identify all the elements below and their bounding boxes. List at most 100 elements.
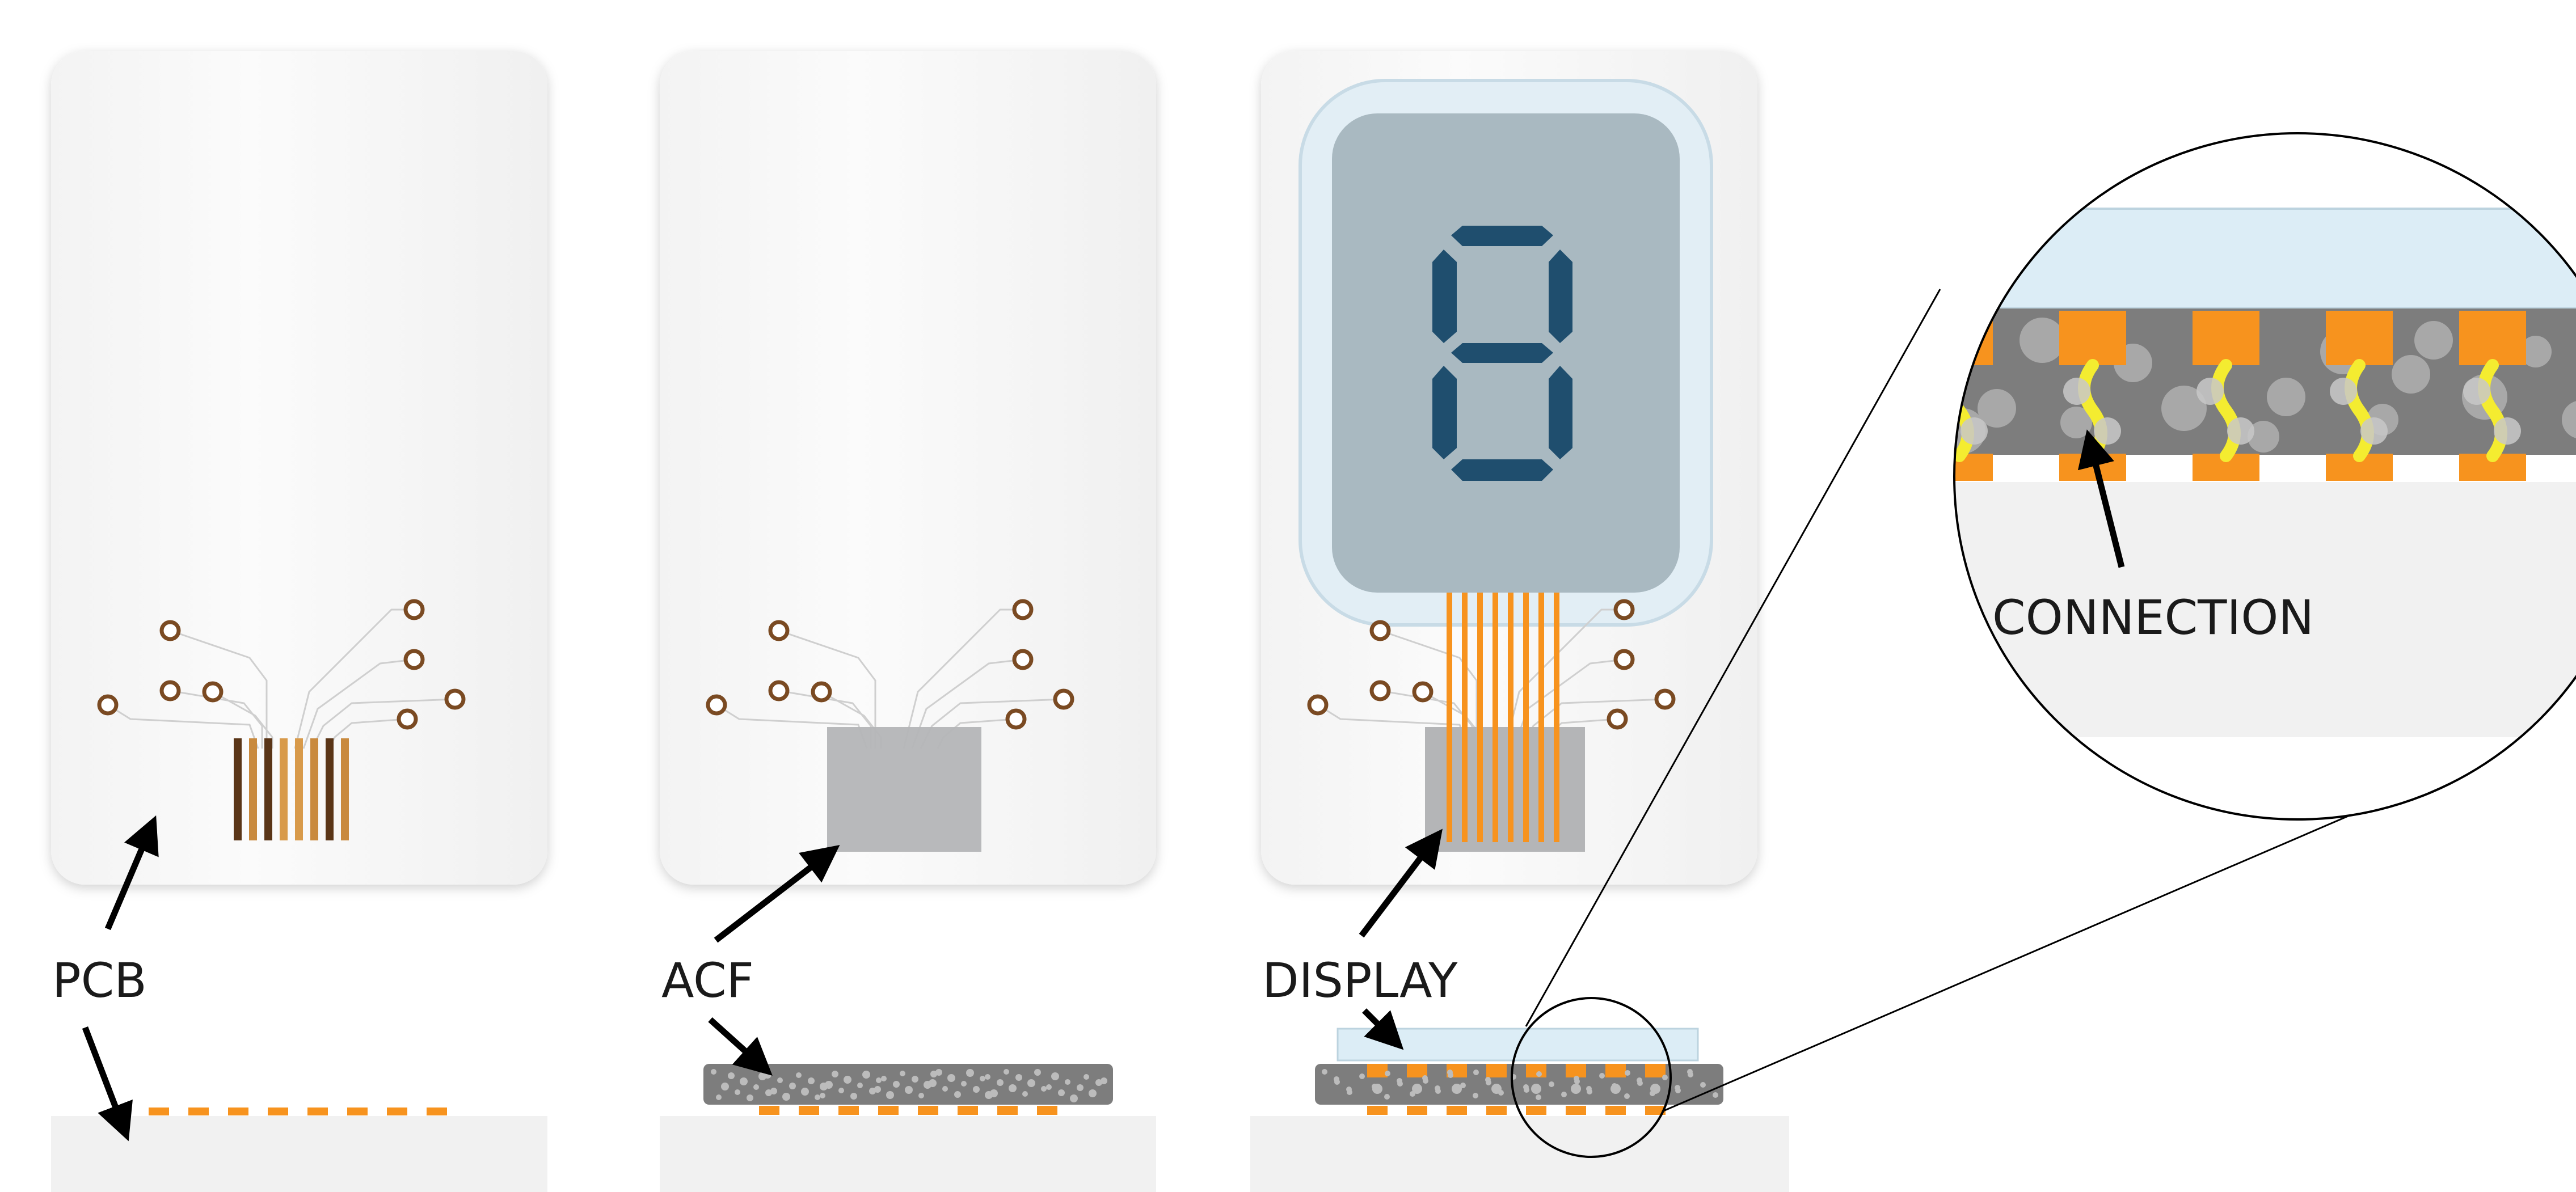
- via-icon: [403, 599, 425, 620]
- conductive-particle: [1549, 1081, 1554, 1087]
- circuit-trace: [903, 608, 1023, 749]
- conductive-particle: [1065, 1079, 1070, 1085]
- via-icon: [811, 681, 832, 703]
- conductive-particle: [735, 1089, 740, 1095]
- conductive-particle: [980, 1076, 985, 1081]
- pcb-base: [51, 1116, 547, 1192]
- conductive-particle: [1027, 1079, 1035, 1087]
- copper-finger: [310, 738, 318, 840]
- conductive-particle: [874, 1086, 881, 1093]
- conductive-particle: [929, 1079, 937, 1087]
- conductive-particle: [1046, 1084, 1052, 1090]
- conductive-particle: [1384, 1094, 1390, 1100]
- conductive-particle: [935, 1069, 942, 1076]
- conductive-particle: [1452, 1084, 1462, 1094]
- via-icon: [1053, 688, 1074, 710]
- circuit-trace: [107, 704, 259, 749]
- via-icon: [1613, 599, 1635, 620]
- label-display: DISPLAY: [1262, 953, 1458, 1008]
- conductive-particle: [728, 1072, 735, 1079]
- pad: [2193, 311, 2259, 365]
- conductive-particle: [770, 1088, 777, 1094]
- display-base: [1250, 1116, 1789, 1192]
- pad: [387, 1108, 407, 1115]
- conductive-particle: [1410, 1091, 1415, 1097]
- mag-pcb: [1954, 482, 2576, 737]
- conductive-particle: [990, 1089, 998, 1097]
- pad: [997, 1106, 1018, 1115]
- pad: [307, 1108, 328, 1115]
- conductive-particle: [1574, 1076, 1579, 1081]
- conductive-particle: [2392, 355, 2430, 394]
- conductive-particle: [1625, 1070, 1630, 1076]
- conductive-particle: [912, 1076, 918, 1083]
- via-icon: [97, 694, 119, 716]
- via-icon: [397, 708, 418, 730]
- pad: [228, 1108, 248, 1115]
- conductive-particle: [2248, 421, 2279, 453]
- arrows: [82, 429, 2125, 1142]
- pad: [149, 1108, 169, 1115]
- conductive-particle: [1650, 1090, 1655, 1096]
- via-icon: [202, 681, 224, 703]
- circuit-trace: [1380, 629, 1478, 749]
- circuit-trace: [294, 608, 414, 749]
- conductive-particle: [1447, 1070, 1453, 1075]
- pad: [1645, 1064, 1666, 1077]
- pad: [268, 1108, 288, 1115]
- conductive-particle: [1346, 1087, 1352, 1092]
- conductive-particle: [801, 1088, 809, 1096]
- pcb-cross-section: [51, 1108, 547, 1192]
- conductive-particle: [2227, 417, 2254, 445]
- conductive-particle: [1961, 417, 1988, 445]
- conductive-particle: [966, 1069, 974, 1077]
- magnifier-icon: [1511, 132, 2576, 1158]
- conductive-particle: [1385, 1071, 1390, 1076]
- segment: [1451, 459, 1553, 481]
- conductive-particle: [1077, 1084, 1083, 1091]
- magnifier-small-circle: [1511, 997, 1672, 1158]
- conductive-particle: [1101, 1077, 1107, 1084]
- pad: [1407, 1106, 1427, 1115]
- conductive-particle: [1536, 1071, 1542, 1077]
- via-icon: [444, 688, 466, 710]
- conductive-particle: [850, 1093, 857, 1100]
- conductive-particle: [1397, 1078, 1402, 1084]
- conductive-particle: [747, 1094, 753, 1101]
- copper-finger: [249, 738, 257, 840]
- conductive-particle: [740, 1077, 748, 1085]
- via-icon: [159, 680, 181, 701]
- conductive-particle: [876, 1077, 882, 1083]
- pad: [918, 1106, 938, 1115]
- pad: [878, 1106, 899, 1115]
- via-icon: [1613, 649, 1635, 670]
- conductive-particle: [1531, 1084, 1541, 1094]
- conductive-particle: [905, 1086, 913, 1094]
- conductive-particle: [1637, 1077, 1642, 1083]
- conductive-particle: [796, 1072, 802, 1078]
- conductive-particle: [1334, 1076, 1339, 1082]
- via-icon: [1012, 649, 1034, 670]
- conductive-particle: [857, 1083, 863, 1088]
- pad: [1367, 1106, 1388, 1115]
- conductive-particle: [947, 1074, 955, 1082]
- segment: [1549, 250, 1572, 343]
- copper-finger: [280, 738, 288, 840]
- via-icon: [1307, 694, 1329, 716]
- pad: [1566, 1106, 1586, 1115]
- via-icon: [1412, 681, 1434, 703]
- flex-lead: [1447, 593, 1452, 842]
- conductive-particle: [1700, 1082, 1706, 1088]
- pad: [1526, 1064, 1546, 1077]
- conductive-particle: [900, 1071, 905, 1076]
- seven-segment-icon: [1432, 226, 1572, 481]
- label-acf: ACF: [661, 953, 754, 1008]
- pad: [1526, 1106, 1546, 1115]
- circuit-trace: [311, 698, 456, 749]
- flex-lead: [1508, 593, 1513, 842]
- pad: [2459, 311, 2526, 365]
- pad: [759, 1106, 779, 1115]
- via-icon: [1369, 680, 1391, 701]
- conductive-particle: [961, 1081, 967, 1087]
